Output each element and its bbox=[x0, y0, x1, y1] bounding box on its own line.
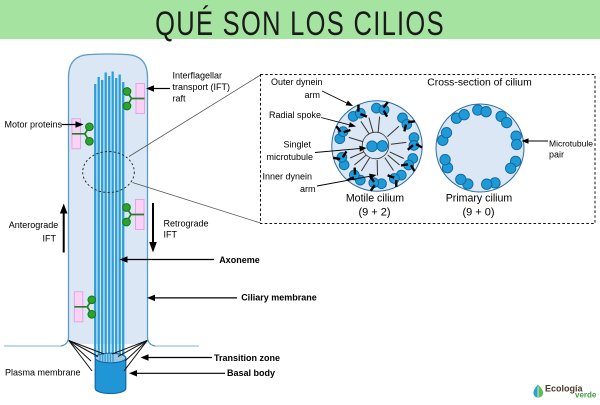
svg-text:transport (IFT): transport (IFT) bbox=[173, 82, 231, 92]
svg-text:Singlet: Singlet bbox=[283, 140, 311, 150]
svg-text:verde: verde bbox=[575, 391, 597, 400]
svg-text:arm: arm bbox=[300, 184, 316, 194]
svg-text:Plasma membrane: Plasma membrane bbox=[5, 367, 81, 377]
svg-text:Microtubule: Microtubule bbox=[549, 139, 593, 149]
svg-text:Basal body: Basal body bbox=[227, 368, 275, 378]
svg-text:Inner dynein: Inner dynein bbox=[262, 172, 312, 182]
svg-text:Interflagellar: Interflagellar bbox=[173, 71, 223, 81]
svg-text:Motor proteins: Motor proteins bbox=[5, 120, 63, 130]
svg-text:Primary cilium: Primary cilium bbox=[446, 193, 513, 205]
svg-text:(9 + 2): (9 + 2) bbox=[358, 207, 390, 219]
svg-text:arm: arm bbox=[305, 90, 321, 100]
svg-text:QUÉ SON LOS CILIOS: QUÉ SON LOS CILIOS bbox=[155, 6, 445, 43]
svg-text:IFT: IFT bbox=[164, 230, 178, 240]
svg-text:microtubule: microtubule bbox=[266, 152, 313, 162]
svg-text:Axoneme: Axoneme bbox=[219, 255, 260, 265]
svg-text:Retrograde: Retrograde bbox=[164, 219, 209, 229]
svg-text:IFT: IFT bbox=[43, 234, 57, 244]
svg-text:Ciliary membrane: Ciliary membrane bbox=[241, 293, 317, 303]
svg-text:raft: raft bbox=[173, 94, 187, 104]
svg-text:pair: pair bbox=[549, 150, 564, 160]
svg-text:Outer dynein: Outer dynein bbox=[271, 77, 323, 87]
svg-text:(9 + 0): (9 + 0) bbox=[462, 207, 494, 219]
svg-text:Motile cilium: Motile cilium bbox=[346, 193, 404, 205]
svg-text:Radial spoke: Radial spoke bbox=[269, 110, 321, 120]
svg-text:Transition zone: Transition zone bbox=[214, 353, 280, 363]
svg-text:Cross-section of cilium: Cross-section of cilium bbox=[427, 78, 532, 89]
svg-text:Anterograde: Anterograde bbox=[9, 220, 59, 230]
